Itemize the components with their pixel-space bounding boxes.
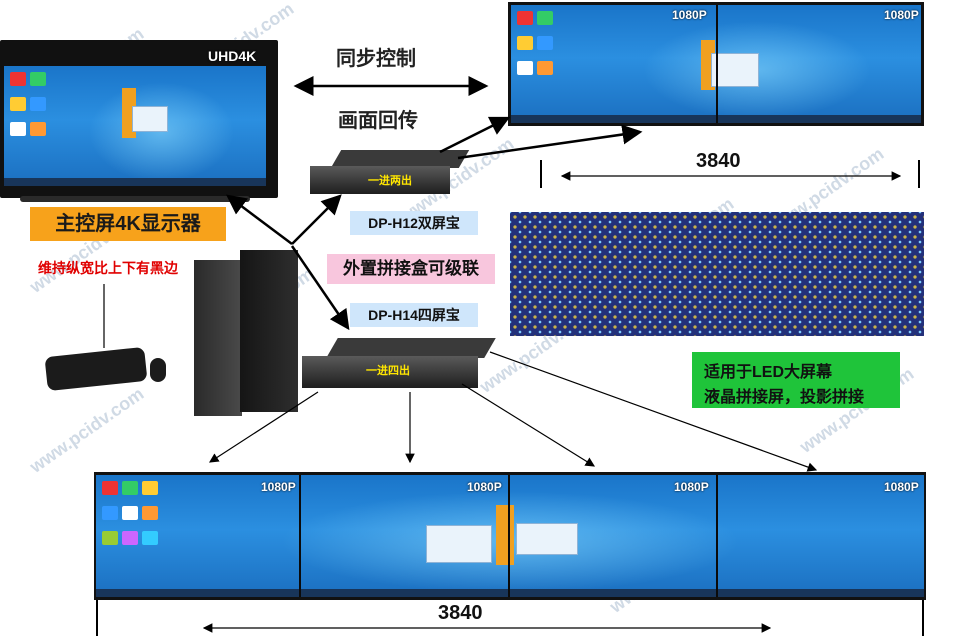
resolution-label: 1080P: [674, 480, 709, 494]
h14-to-bottom-wall-arrow: [461, 383, 596, 467]
pc-to-monitor-arrow: [226, 194, 293, 245]
app-window: [711, 53, 759, 87]
led-note: 适用于LED大屏幕 液晶拼接屏，投影拼接: [692, 352, 900, 408]
screen-echo-label: 画面回传: [338, 110, 418, 132]
dp-h14-port-label: 一进四出: [366, 365, 410, 377]
bottom-wall-stand-right: [922, 600, 924, 636]
cascade-note: 外置拼接盒可级联: [327, 254, 495, 284]
led-wall: [510, 212, 924, 336]
dp-h14-device: 一进四出: [302, 338, 496, 390]
desktop-icons: [517, 11, 567, 86]
resolution-label: 1080P: [261, 480, 296, 494]
bottom-wall-width-label: 3840: [438, 602, 483, 624]
h12-to-top-wall-arrow: [457, 124, 643, 160]
monitor-stand: [20, 196, 250, 202]
led-note-line-1: 适用于LED大屏幕: [704, 364, 833, 381]
pc-to-h14-arrow: [290, 245, 350, 331]
mouse: [150, 358, 166, 382]
dp-h12-device: 一进两出: [310, 150, 470, 196]
resolution-label: 1080P: [672, 8, 707, 22]
app-window: [516, 523, 578, 555]
resolution-label: 1080P: [884, 8, 919, 22]
led-note-line-2: 液晶拼接屏，投影拼接: [704, 389, 865, 406]
desktop-icons: [102, 481, 182, 556]
resolution-label: 1080P: [884, 480, 919, 494]
h14-to-bottom-wall-arrow: [208, 391, 319, 463]
aspect-ratio-note: 维持纵宽比上下有黑边: [38, 260, 178, 276]
pc-tower: [194, 250, 300, 418]
main-monitor-screen: [4, 66, 266, 186]
main-monitor-caption: 主控屏4K显示器: [30, 207, 226, 241]
top-wall-stand-left: [540, 160, 542, 188]
resolution-label: 1080P: [467, 480, 502, 494]
sync-control-label: 同步控制: [336, 48, 416, 70]
uhd4k-badge: UHD4K: [208, 48, 257, 64]
app-window: [426, 525, 492, 563]
dp-h12-port-label: 一进两出: [368, 175, 412, 187]
bottom-video-wall: 1080P 1080P 1080P 1080P: [94, 472, 926, 600]
h14-to-bottom-wall-arrow: [489, 351, 818, 472]
h12-to-top-wall-arrow: [439, 116, 511, 154]
app-window: [132, 106, 168, 132]
top-wall-stand-right: [918, 160, 920, 188]
top-video-wall: 1080P 1080P: [508, 2, 924, 126]
main-monitor: UHD4K: [0, 40, 278, 198]
dp-h14-name: DP-H14四屏宝: [350, 303, 478, 327]
bottom-wall-stand-left: [96, 600, 98, 636]
pc-to-h12-arrow: [291, 194, 342, 245]
top-wall-width-label: 3840: [696, 150, 741, 172]
dp-h12-name: DP-H12双屏宝: [350, 211, 478, 235]
desktop-icons: [10, 72, 60, 147]
